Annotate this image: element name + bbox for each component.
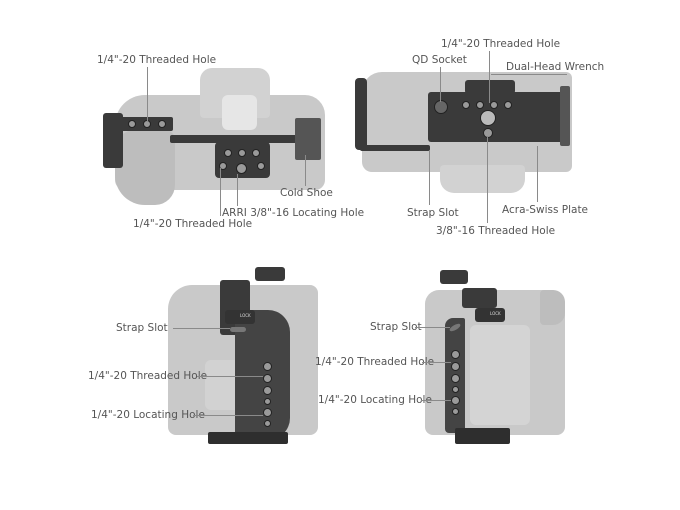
label-threaded-hole-right: 1/4"-20 Threaded Hole (315, 356, 435, 368)
leader-line (220, 168, 221, 216)
label-threaded-hole-left: 1/4"-20 Threaded Hole (88, 370, 208, 382)
acra-swiss-plate (428, 92, 570, 142)
leader-line (147, 67, 148, 121)
leader-line (237, 174, 238, 206)
camera-eyecup-side (540, 290, 565, 325)
cold-shoe-block (295, 118, 321, 160)
threaded-hole-3-8 (483, 128, 493, 138)
threaded-hole (451, 350, 460, 359)
lock-knob-plate (225, 310, 255, 324)
cage-base (208, 432, 288, 444)
cage-base-right (455, 428, 510, 444)
label-dual-head-wrench: Dual-Head Wrench (506, 61, 605, 73)
small-hole (452, 386, 459, 393)
cage-top-handle-right (440, 270, 468, 284)
threaded-hole (504, 101, 512, 109)
threaded-hole (451, 374, 460, 383)
leader-line (193, 415, 263, 416)
threaded-hole (462, 101, 470, 109)
lock-label: LOCK (240, 313, 251, 318)
label-strap-slot: Strap Slot (407, 207, 459, 219)
threaded-hole (263, 362, 272, 371)
threaded-hole (490, 101, 498, 109)
label-arri-locating-hole: ARRI 3/8"-16 Locating Hole (222, 207, 365, 219)
threaded-hole (257, 162, 265, 170)
leader-line (422, 362, 451, 363)
leader-line (421, 400, 451, 401)
lock-label: LOCK (490, 311, 501, 316)
leader-line (415, 327, 450, 328)
leader-line (305, 155, 306, 186)
small-hole (452, 408, 459, 415)
threaded-hole (219, 162, 227, 170)
strap-slot (230, 327, 246, 332)
threaded-hole (224, 149, 232, 157)
label-cold-shoe: Cold Shoe (280, 187, 333, 199)
qd-socket (434, 100, 448, 114)
camera-eyecup (440, 165, 525, 193)
cage-bridge (170, 135, 310, 143)
threaded-hole (263, 386, 272, 395)
threaded-hole (476, 101, 484, 109)
cage-side-plate (355, 78, 367, 150)
leader-line (489, 51, 490, 103)
leader-line (491, 74, 567, 75)
threaded-hole (143, 120, 151, 128)
threaded-hole (451, 362, 460, 371)
label-threaded-hole-bottom: 1/4"-20 Threaded Hole (133, 218, 253, 230)
locating-hole (451, 396, 460, 405)
threaded-hole (263, 374, 272, 383)
arri-locating-hole (236, 163, 247, 174)
threaded-hole (238, 149, 246, 157)
threaded-hole (128, 120, 136, 128)
label-strap-slot-left: Strap Slot (116, 322, 168, 334)
label-strap-slot-right: Strap Slot (370, 321, 422, 333)
large-center-hole (480, 110, 496, 126)
leader-line (487, 136, 488, 223)
threaded-hole (252, 149, 260, 157)
label-acra-swiss-plate: Acra-Swiss Plate (502, 204, 589, 216)
leader-line (429, 150, 430, 205)
lock-knob-plate-right (475, 308, 505, 322)
leader-line (440, 67, 441, 102)
leader-line (537, 146, 538, 202)
leader-line (197, 376, 263, 377)
small-hole (264, 420, 271, 427)
port-cover (470, 325, 530, 425)
cage-bottom-frame (360, 145, 430, 151)
leader-line (173, 328, 230, 329)
camera-grip (115, 130, 175, 205)
label-locating-hole-right: 1/4"-20 Locating Hole (318, 394, 432, 406)
label-qd-socket: QD Socket (412, 54, 467, 66)
label-3-8-threaded-hole: 3/8"-16 Threaded Hole (436, 225, 556, 237)
top-tab (465, 80, 515, 94)
label-locating-hole-left: 1/4"-20 Locating Hole (91, 409, 205, 421)
dual-head-wrench-clip (560, 86, 570, 146)
label-threaded-hole-top: 1/4"-20 Threaded Hole (97, 54, 217, 66)
threaded-hole (158, 120, 166, 128)
hot-shoe (222, 95, 257, 130)
small-hole (264, 398, 271, 405)
cage-top-bar-right (462, 288, 497, 308)
label-threaded-hole: 1/4"-20 Threaded Hole (441, 38, 561, 50)
locating-hole (263, 408, 272, 417)
cage-top-handle (255, 267, 285, 281)
